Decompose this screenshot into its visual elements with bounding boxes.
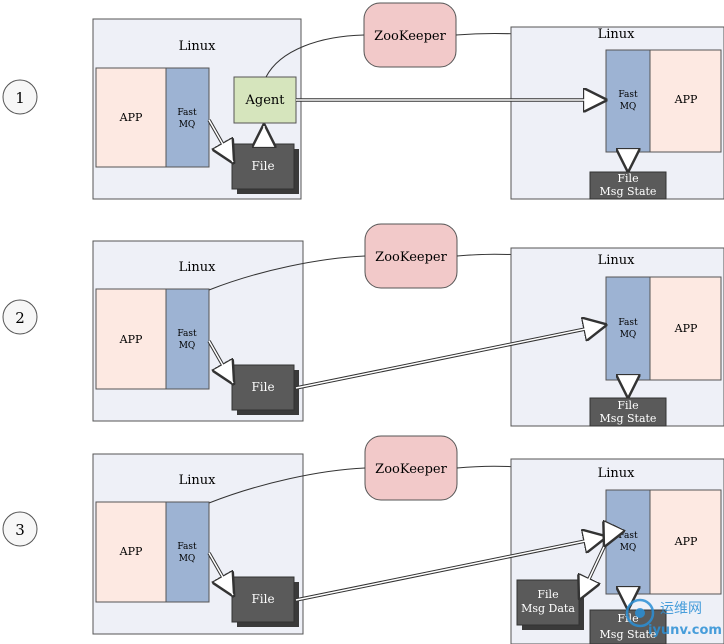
zookeeper-1: ZooKeeper <box>363 2 457 68</box>
left-linux-label-3: Linux <box>179 473 217 488</box>
left-app-label-2: APP <box>119 333 143 346</box>
fastmq-zk-link-3 <box>208 467 366 504</box>
left-app-label-3: APP <box>119 545 143 558</box>
left-fastmq-3 <box>165 501 210 603</box>
step-number-3-badge: 3 <box>2 511 38 547</box>
right-fastmq-label-2a: Fast <box>618 318 638 328</box>
watermark-logo-icon <box>625 598 655 628</box>
zookeeper-label-1: ZooKeeper <box>374 29 446 44</box>
right-app-3 <box>649 489 722 595</box>
right-app-label-3: APP <box>674 535 698 548</box>
left-file-1: File <box>231 143 299 194</box>
msg-state-file-2: File Msg State <box>589 397 667 427</box>
right-app-1 <box>649 49 722 153</box>
right-app-2 <box>649 276 722 381</box>
agent-zk-link <box>265 34 365 78</box>
left-file-label-3: File <box>251 592 274 606</box>
zookeeper-3: ZooKeeper <box>364 435 458 501</box>
left-file-3: File <box>231 576 299 627</box>
right-fastmq-label-3b: MQ <box>620 543 637 553</box>
left-fastmq-label-1b: MQ <box>179 120 196 130</box>
right-app-label-2: APP <box>674 322 698 335</box>
agent-label: Agent <box>245 93 286 108</box>
right-fastmq-3 <box>605 489 651 595</box>
fastmq-zk-link-2 <box>208 255 366 291</box>
right-fastmq-label-3a: Fast <box>618 531 638 541</box>
left-linux-label-2: Linux <box>179 260 217 275</box>
left-file-2: File <box>231 364 299 415</box>
right-linux-label-3: Linux <box>598 466 636 481</box>
right-fastmq-label-1b: MQ <box>620 102 637 112</box>
left-linux-label-1: Linux <box>179 39 217 54</box>
msg-state-file-1: File Msg State <box>589 171 667 200</box>
msg-data-file: File Msg Data <box>516 579 584 630</box>
zookeeper-2: ZooKeeper <box>364 223 458 289</box>
zookeeper-label-2: ZooKeeper <box>375 250 447 265</box>
step-number-1: 1 <box>15 89 25 107</box>
scenario-2: 2 Linux APP Fast MQ File ZooKeeper Linux… <box>2 223 724 427</box>
left-fastmq-label-3b: MQ <box>179 554 196 564</box>
state-label-1b: Msg State <box>600 185 657 198</box>
left-fastmq-label-1a: Fast <box>177 108 197 118</box>
right-fastmq-1 <box>605 49 651 153</box>
right-fastmq-label-2b: MQ <box>620 330 637 340</box>
state-label-2a: File <box>617 399 638 412</box>
scenario-1: 1 Linux APP Fast MQ Agent File ZooKeeper… <box>2 2 724 200</box>
left-fastmq-label-2b: MQ <box>179 341 196 351</box>
right-fastmq-label-1a: Fast <box>618 90 638 100</box>
data-label-3b: Msg Data <box>521 602 575 615</box>
state-label-1a: File <box>617 172 638 185</box>
right-linux-label-2: Linux <box>598 253 636 268</box>
step-number-1-badge: 1 <box>2 79 38 115</box>
agent-box <box>233 76 297 124</box>
site-watermark: 运维网 iyunv.com <box>625 598 722 638</box>
data-label-3a: File <box>537 588 558 601</box>
scenario-3: 3 Linux APP Fast MQ File ZooKeeper Linux… <box>2 435 724 644</box>
right-linux-label-1: Linux <box>598 27 636 42</box>
right-fastmq-2 <box>605 276 651 381</box>
left-app-1 <box>95 67 167 168</box>
left-fastmq-1 <box>165 67 210 168</box>
left-fastmq-label-3a: Fast <box>177 542 197 552</box>
left-app-label-1: APP <box>119 111 143 124</box>
watermark-cn: 运维网 <box>660 601 702 617</box>
watermark-url: iyunv.com <box>648 623 722 638</box>
state-label-2b: Msg State <box>600 412 657 425</box>
left-file-label-1: File <box>251 159 274 173</box>
step-number-2-badge: 2 <box>2 299 38 335</box>
left-fastmq-label-2a: Fast <box>177 329 197 339</box>
left-file-label-2: File <box>251 380 274 394</box>
step-number-3: 3 <box>15 521 25 539</box>
left-fastmq-2 <box>165 288 210 390</box>
left-app-3 <box>95 501 167 603</box>
state-label-3b: Msg State <box>600 628 657 641</box>
step-number-2: 2 <box>15 309 25 327</box>
zookeeper-label-3: ZooKeeper <box>375 462 447 477</box>
right-app-label-1: APP <box>674 93 698 106</box>
